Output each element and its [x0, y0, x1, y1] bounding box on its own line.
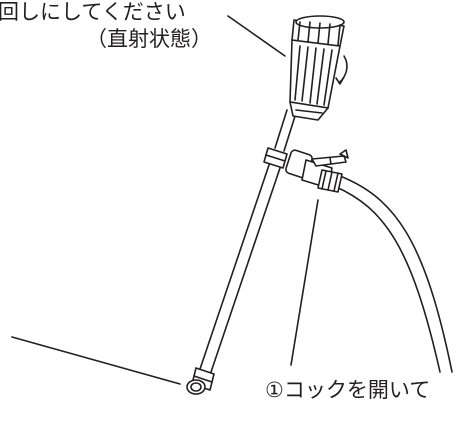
upper-pipe — [274, 109, 297, 152]
lance-pipe — [198, 161, 282, 376]
open-cock-instruction-text: ①コックを開いて — [265, 378, 431, 402]
cock-valve-icon — [285, 149, 349, 193]
nozzle-icon — [289, 15, 348, 121]
hose — [333, 175, 453, 373]
spray-tip-icon — [186, 367, 215, 395]
pipe-coupling — [263, 147, 288, 169]
nozzle-instruction-text: 回しにしてください — [0, 0, 186, 24]
leader-line-tip — [11, 336, 181, 385]
leader-line-nozzle — [227, 15, 286, 57]
straight-spray-state-text: （直射状態） — [86, 27, 212, 51]
leader-line-cock — [290, 199, 319, 366]
